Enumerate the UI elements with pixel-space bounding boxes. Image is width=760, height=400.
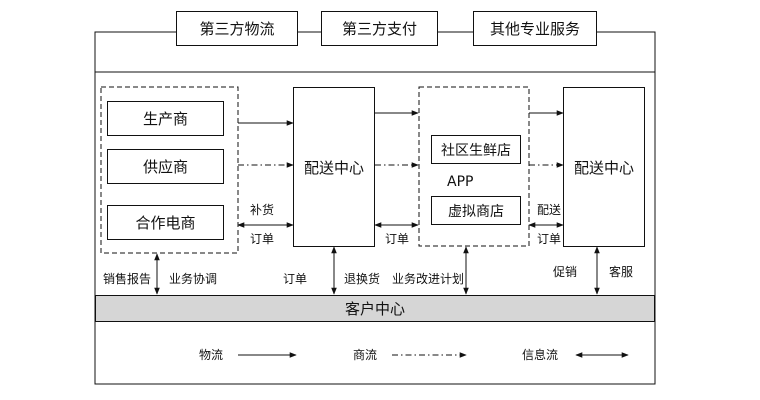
tab-third-party-payment: 第三方支付 [321,11,438,46]
label-order-left: 订单 [250,232,275,246]
label-order-right: 订单 [537,232,562,246]
partner-ecommerce-box: 合作电商 [107,205,224,240]
distribution-center-1: 配送中心 [293,87,375,247]
community-fresh-store-box: 社区生鲜店 [431,135,521,164]
label-business-coordination: 业务协调 [169,272,218,286]
label-order-bottom: 订单 [283,272,308,286]
label-promotion: 促销 [553,265,578,279]
tab-third-party-logistics: 第三方物流 [176,11,298,46]
supplier-box: 供应商 [107,149,224,184]
virtual-store-box: 虚拟商店 [431,196,521,225]
label-order-mid: 订单 [385,232,410,246]
legend-logistics-label: 物流 [199,348,224,362]
tab-other-professional-services: 其他专业服务 [473,11,597,46]
legend-info-label: 信息流 [522,348,559,362]
label-sales-report: 销售报告 [103,272,152,286]
app-group-frame [418,86,530,247]
label-replenish: 补货 [250,203,275,217]
app-label: APP [447,174,474,190]
label-customer-service: 客服 [609,265,634,279]
supplier-group-frame [100,86,239,254]
label-business-improvement-plan: 业务改进计划 [392,272,465,286]
legend-commerce-label: 商流 [353,348,378,362]
customer-center-band: 客户中心 [95,295,655,322]
distribution-center-2: 配送中心 [563,87,645,247]
label-delivery: 配送 [537,203,562,217]
label-returns: 退换货 [344,272,381,286]
producer-box: 生产商 [107,101,224,136]
